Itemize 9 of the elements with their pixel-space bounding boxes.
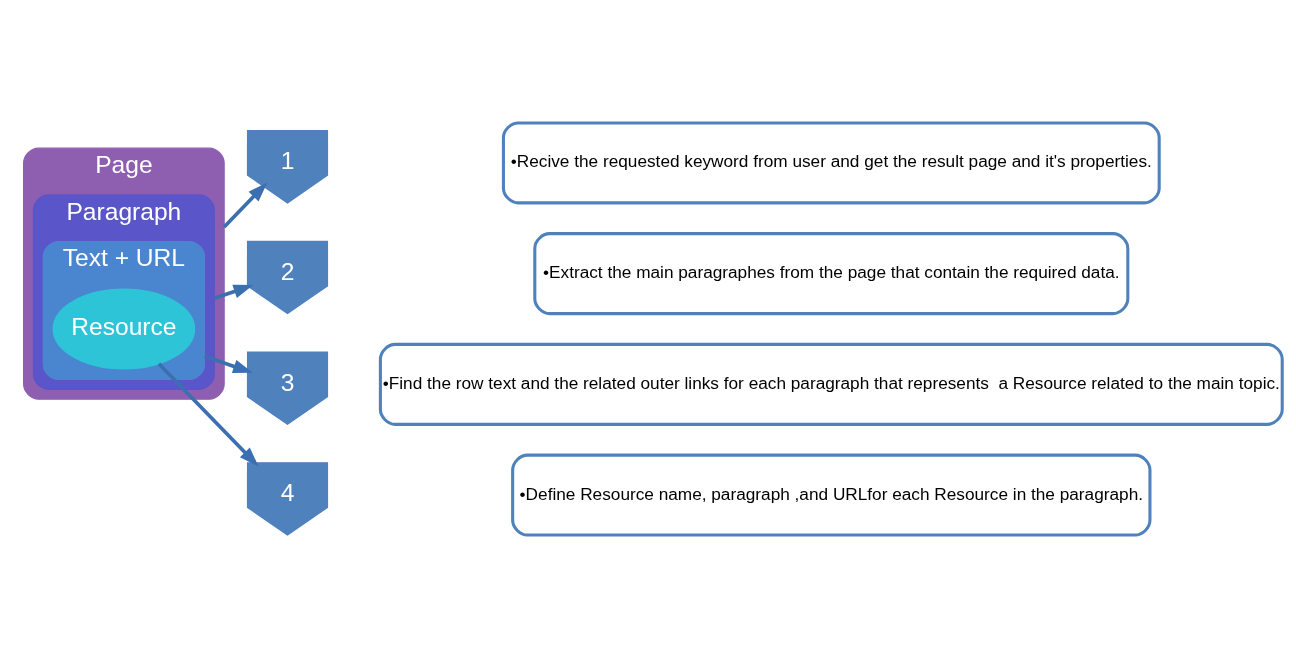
arrow	[203, 354, 253, 373]
node-ellipse: Resource	[52, 287, 196, 370]
node-box: •Find the row text and the related outer links for each paragraph that represents a Resource related to the main topic.	[378, 342, 1284, 426]
node-box: •Recive the requested keyword from user and get the result page and it's properties.	[501, 120, 1161, 204]
node-box: •Define Resource name, paragraph ,and URLfor each Resource in the paragraph.	[511, 453, 1152, 537]
arrow	[222, 181, 268, 228]
arrow	[157, 362, 259, 467]
node-box: •Extract the main paragraphes from the page that contain the required data.	[533, 231, 1130, 315]
arrow	[213, 284, 254, 300]
